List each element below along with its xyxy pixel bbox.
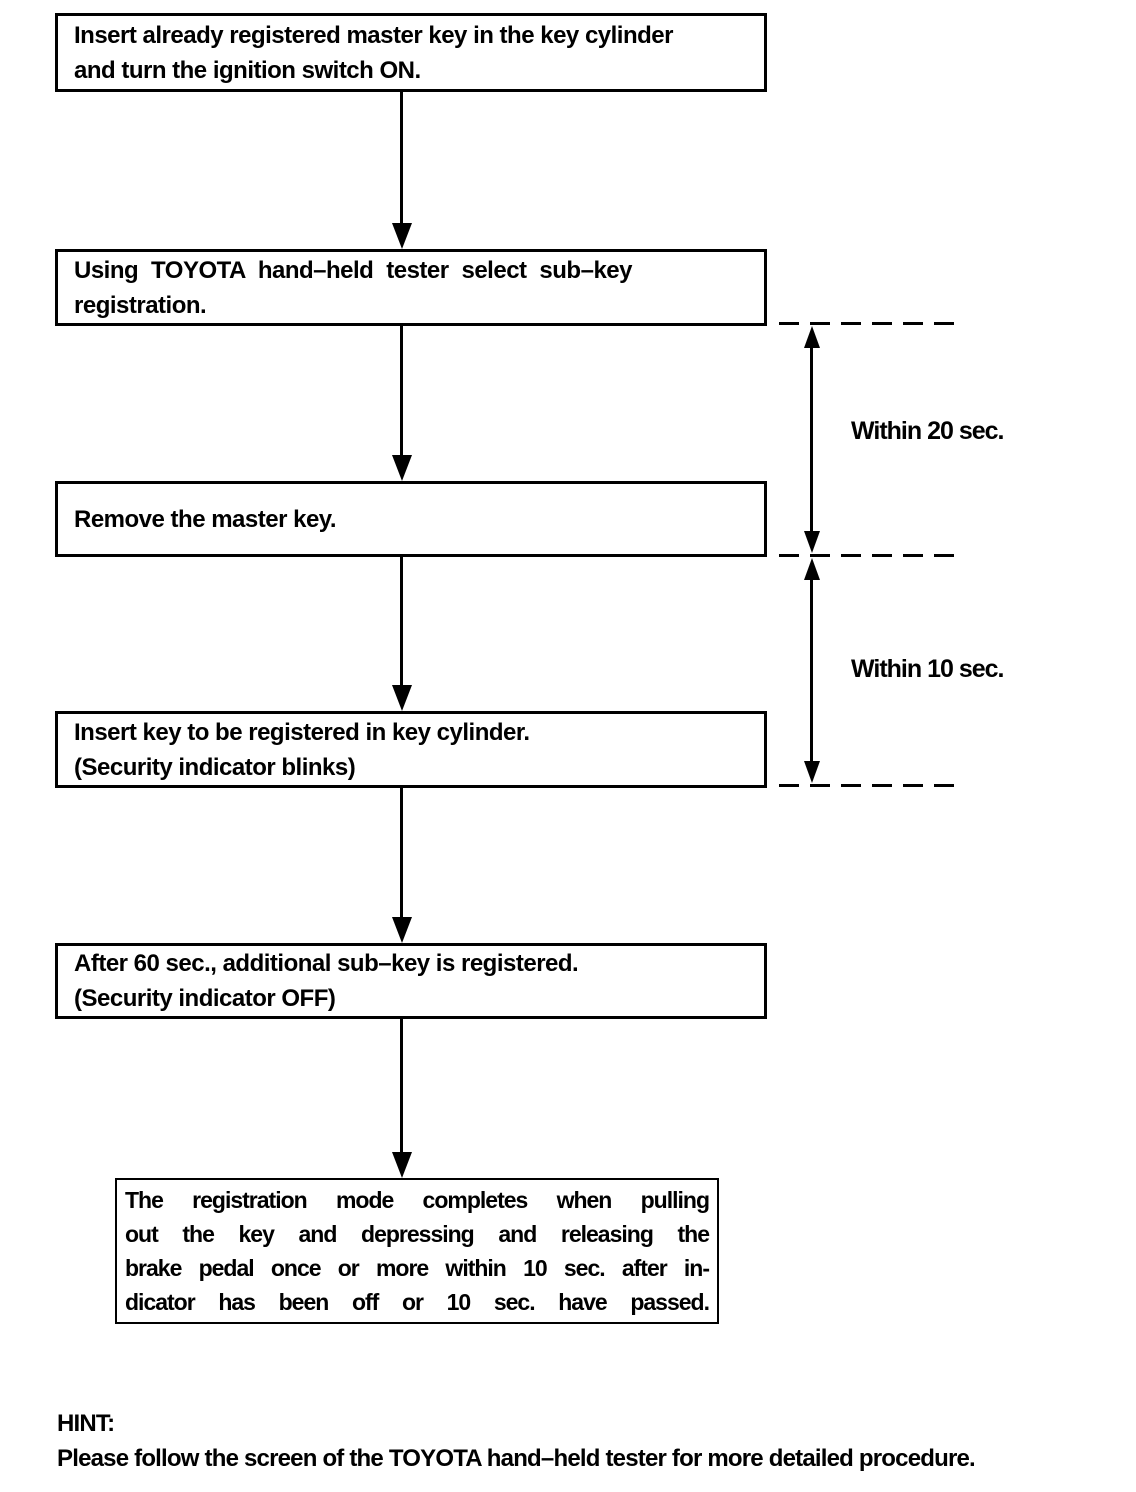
timing-dashed-line bbox=[779, 554, 959, 557]
hint-section: HINT: Please follow the screen of the TO… bbox=[57, 1406, 976, 1476]
timing-span-arrow-20sec bbox=[810, 348, 813, 531]
step-text-line: out the key and depressing and releasing… bbox=[125, 1221, 710, 1247]
step-text-line: Insert key to be registered in key cylin… bbox=[74, 718, 530, 746]
step-text-line: registration. bbox=[74, 291, 207, 319]
hint-title: HINT: bbox=[57, 1410, 115, 1437]
step-text-line: (Security indicator OFF) bbox=[74, 985, 336, 1012]
step-text-line: brake pedal once or more within 10 sec. … bbox=[125, 1255, 710, 1281]
step-text-line: Insert already registered master key in … bbox=[74, 21, 673, 49]
step-text-line: Remove the master key. bbox=[74, 505, 337, 533]
step-text-line: Using TOYOTA hand–held tester select sub… bbox=[74, 256, 633, 284]
flow-arrow-down bbox=[400, 326, 403, 455]
timing-label-within-10-sec: Within 10 sec. bbox=[851, 655, 1004, 683]
step-text-line: (Security indicator blinks) bbox=[74, 753, 356, 781]
step-box-registration-complete: The registration mode completes when pul… bbox=[115, 1178, 719, 1324]
hint-text: Please follow the screen of the TOYOTA h… bbox=[57, 1445, 976, 1472]
flow-arrow-down bbox=[400, 788, 403, 917]
timing-dashed-line bbox=[779, 784, 963, 787]
timing-label-within-20-sec: Within 20 sec. bbox=[851, 417, 1004, 445]
flow-arrow-down bbox=[400, 557, 403, 685]
step-text-line: The registration mode completes when pul… bbox=[125, 1187, 710, 1213]
step-box-subkey-registered: After 60 sec., additional sub–key is reg… bbox=[55, 943, 767, 1019]
step-text-line: After 60 sec., additional sub–key is reg… bbox=[74, 950, 579, 977]
timing-span-arrow-10sec bbox=[810, 580, 813, 761]
step-box-select-subkey-registration: Using TOYOTA hand–held tester select sub… bbox=[55, 249, 767, 326]
step-text-line: and turn the ignition switch ON. bbox=[74, 56, 421, 84]
step-box-insert-master-key: Insert already registered master key in … bbox=[55, 13, 767, 92]
step-box-remove-master-key: Remove the master key. bbox=[55, 481, 767, 557]
step-text-line: dicator has been off or 10 sec. have pas… bbox=[125, 1289, 710, 1315]
flow-arrow-down bbox=[400, 91, 403, 223]
step-box-insert-key-to-register: Insert key to be registered in key cylin… bbox=[55, 711, 767, 788]
timing-dashed-line bbox=[779, 322, 959, 325]
flow-arrow-down bbox=[400, 1019, 403, 1152]
